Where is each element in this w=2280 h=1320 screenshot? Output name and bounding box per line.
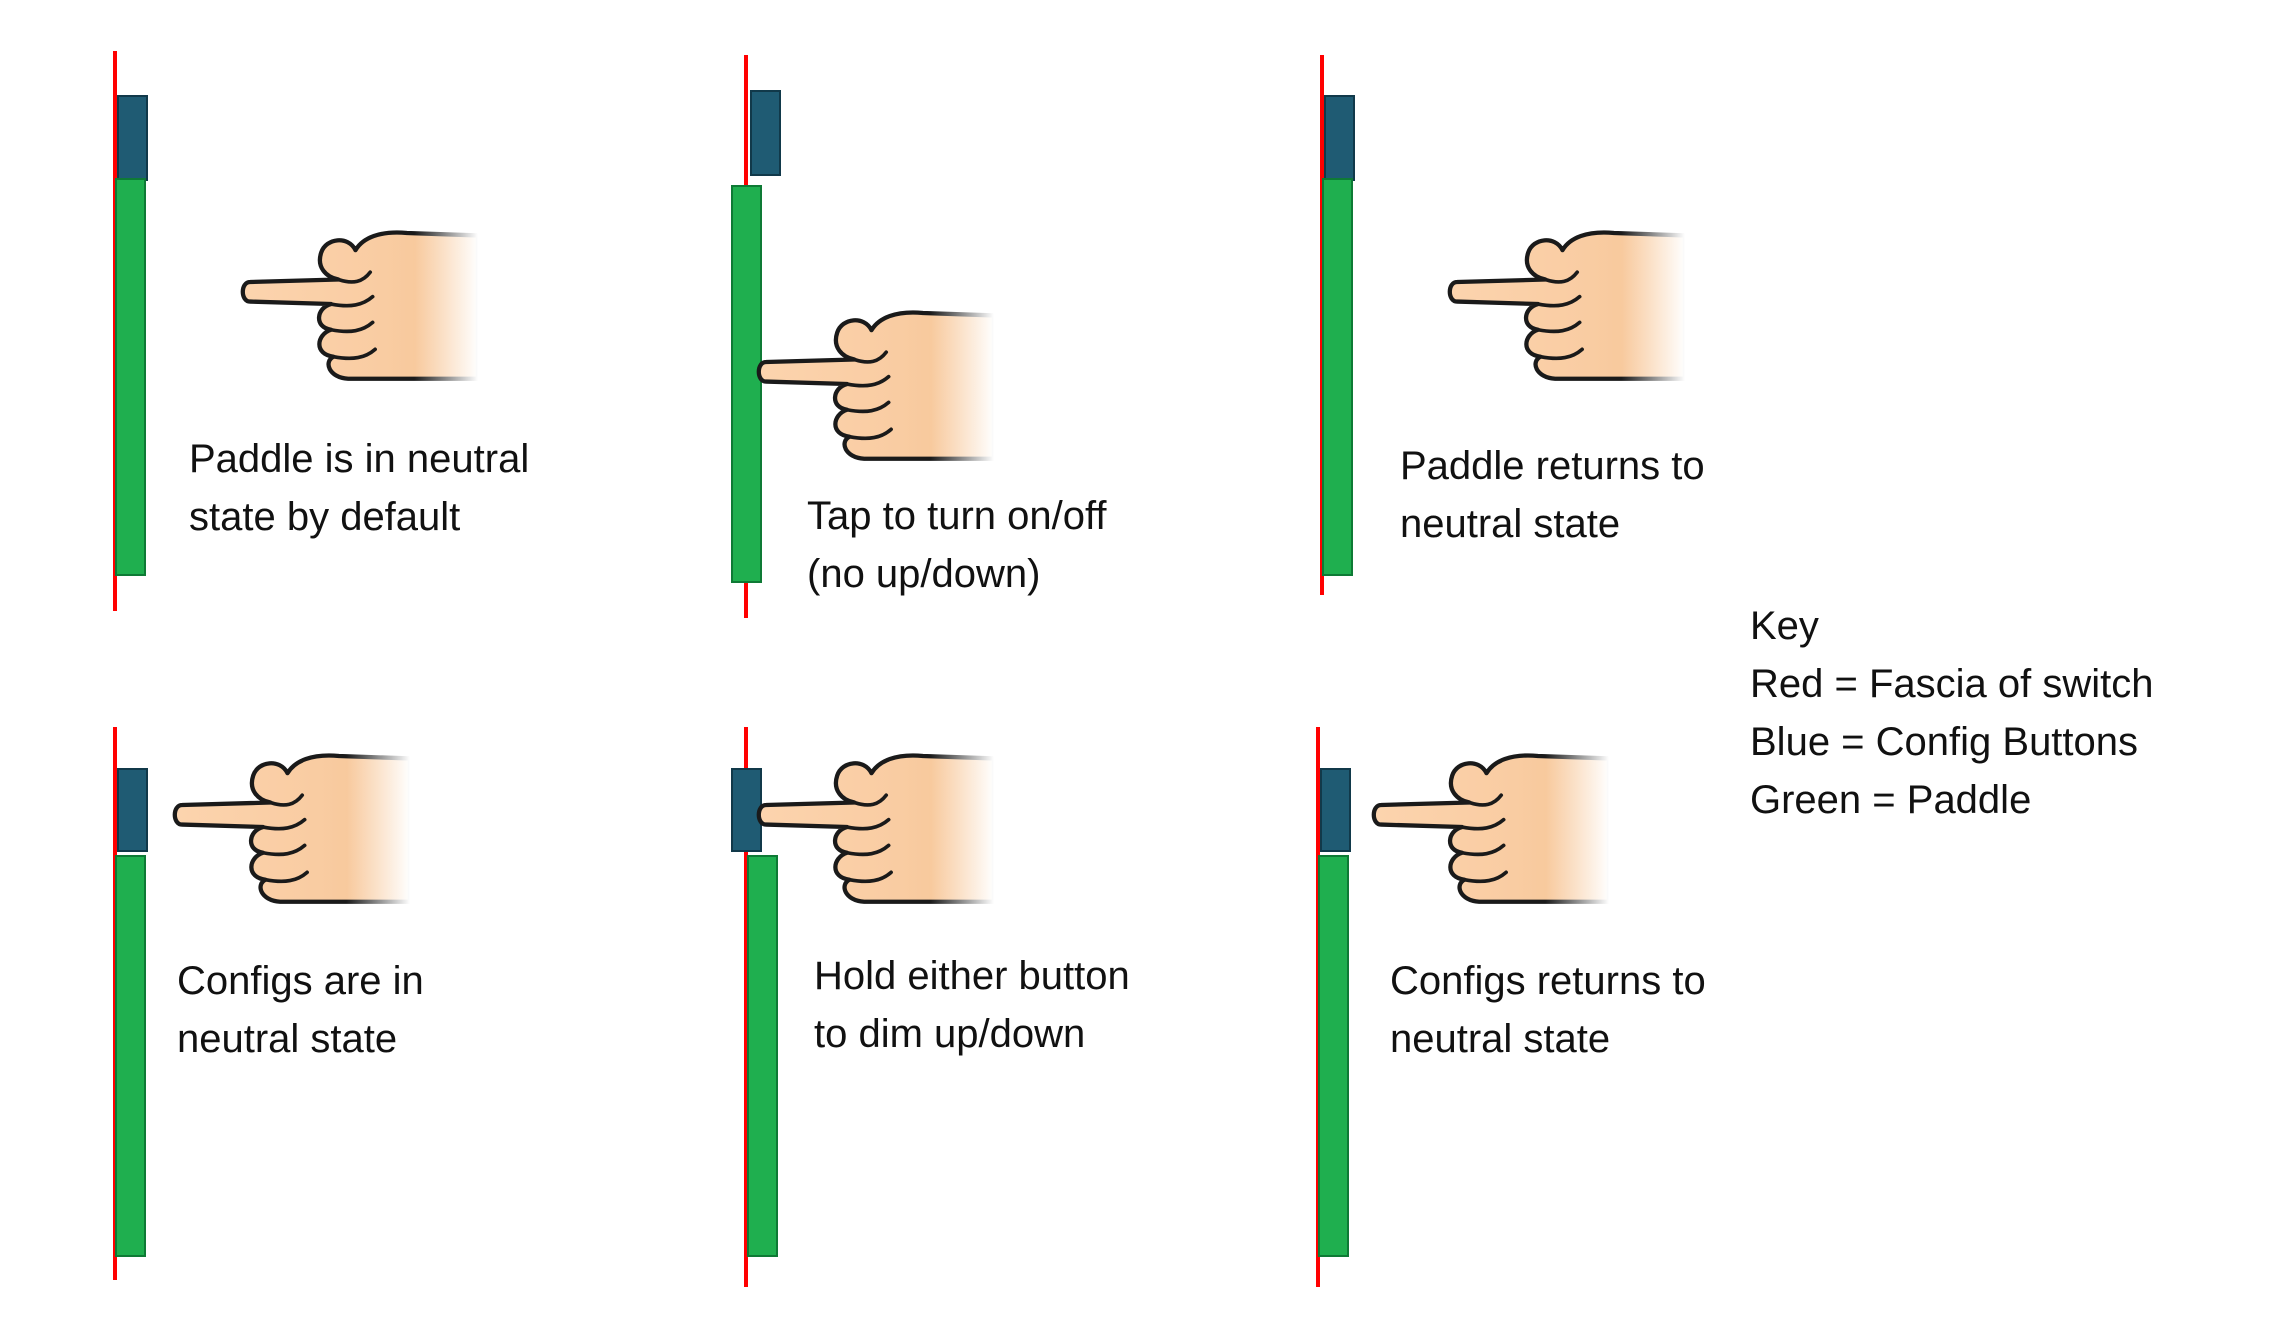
panel-caption: Configs are in neutral state	[177, 952, 424, 1068]
paddle	[115, 178, 146, 576]
config-button	[117, 768, 148, 852]
pointing-hand-icon	[233, 201, 478, 385]
legend-line-red: Red = Fascia of switch	[1750, 662, 2154, 706]
caption-line: state by default	[189, 495, 461, 539]
caption-line: Hold either button	[814, 954, 1130, 998]
paddle	[747, 855, 778, 1257]
paddle	[1322, 178, 1353, 576]
caption-line: neutral state	[1400, 502, 1621, 546]
config-button	[117, 95, 148, 181]
config-button	[1324, 95, 1355, 181]
paddle	[1318, 855, 1349, 1257]
pointing-hand-icon	[165, 724, 410, 908]
panel-caption: Paddle returns to neutral state	[1400, 437, 1705, 553]
panel-caption: Tap to turn on/off (no up/down)	[807, 487, 1106, 603]
paddle	[115, 855, 146, 1257]
caption-line: neutral state	[177, 1017, 398, 1061]
caption-line: neutral state	[1390, 1017, 1611, 1061]
pointing-hand-icon	[749, 281, 994, 465]
legend: Key Red = Fascia of switch Blue = Config…	[1750, 597, 2154, 829]
pointing-hand-icon	[1364, 724, 1609, 908]
panel-caption: Hold either button to dim up/down	[814, 947, 1130, 1063]
caption-line: Configs returns to	[1390, 959, 1706, 1003]
panel-caption: Paddle is in neutral state by default	[189, 430, 529, 546]
legend-line-green: Green = Paddle	[1750, 778, 2032, 822]
pointing-hand-icon	[1440, 201, 1685, 385]
panel-caption: Configs returns to neutral state	[1390, 952, 1706, 1068]
caption-line: to dim up/down	[814, 1012, 1086, 1056]
caption-line: Paddle returns to	[1400, 444, 1705, 488]
caption-line: Configs are in	[177, 959, 424, 1003]
config-button	[750, 90, 781, 176]
pointing-hand-icon	[749, 724, 994, 908]
config-button	[1320, 768, 1351, 852]
caption-line: Paddle is in neutral	[189, 437, 530, 481]
legend-line-blue: Blue = Config Buttons	[1750, 720, 2139, 764]
fascia-line	[744, 727, 748, 1287]
caption-line: Tap to turn on/off	[807, 494, 1107, 538]
paddle-pressed	[731, 185, 762, 583]
caption-line: (no up/down)	[807, 552, 1041, 596]
legend-title: Key	[1750, 604, 1819, 648]
